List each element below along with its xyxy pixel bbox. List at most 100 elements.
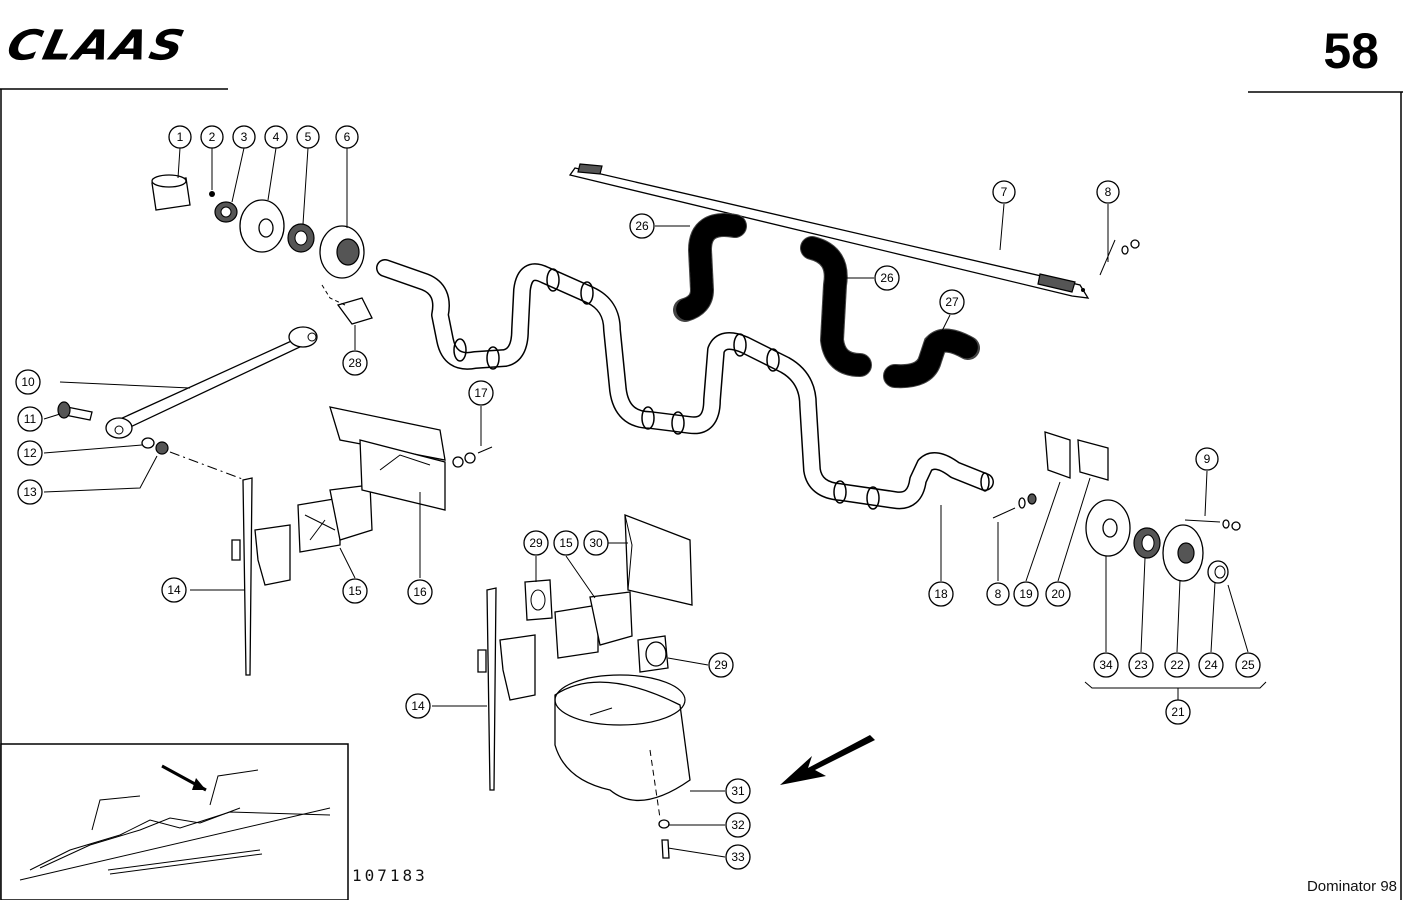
part-8-bolt-lower (992, 493, 1037, 519)
svg-text:3: 3 (241, 130, 248, 144)
callout-21: 21 (1165, 699, 1191, 725)
svg-text:23: 23 (1134, 658, 1148, 672)
svg-text:34: 34 (1099, 658, 1113, 672)
callout-15-upper: 15 (342, 578, 368, 604)
callout-34: 34 (1093, 652, 1119, 678)
svg-text:4: 4 (273, 130, 280, 144)
svg-text:26: 26 (635, 219, 649, 233)
svg-text:17: 17 (474, 386, 488, 400)
callout-3: 3 (232, 125, 256, 149)
svg-text:2: 2 (209, 130, 216, 144)
callout-31: 31 (725, 778, 751, 804)
svg-text:7: 7 (1001, 185, 1008, 199)
overview-inset (0, 743, 349, 900)
part-15-bracket-lower (554, 591, 633, 659)
part-16-plate (329, 406, 446, 511)
svg-text:8: 8 (1105, 185, 1112, 199)
svg-text:14: 14 (167, 583, 181, 597)
callout-6: 6 (335, 125, 359, 149)
callout-26-lower: 26 (874, 265, 900, 291)
part-9-bolt (1184, 519, 1241, 531)
callout-7: 7 (992, 180, 1016, 204)
callout-15-lower: 15 (553, 530, 579, 556)
svg-text:26: 26 (880, 271, 894, 285)
part-3-bearing-small (214, 201, 238, 223)
callout-22: 22 (1164, 652, 1190, 678)
callout-32: 32 (725, 812, 751, 838)
svg-text:29: 29 (714, 658, 728, 672)
part-32-washer (658, 819, 670, 829)
part-15-bracket-upper (297, 484, 373, 553)
svg-text:24: 24 (1204, 658, 1218, 672)
svg-text:6: 6 (344, 130, 351, 144)
svg-text:8: 8 (995, 587, 1002, 601)
svg-text:1: 1 (177, 130, 184, 144)
part-5-bearing (287, 223, 315, 253)
callout-27: 27 (939, 289, 965, 315)
svg-text:16: 16 (413, 585, 427, 599)
callout-30: 30 (583, 530, 609, 556)
svg-text:33: 33 (731, 850, 745, 864)
callout-19: 19 (1013, 581, 1039, 607)
part-17-bolt (452, 446, 493, 468)
svg-text:25: 25 (1241, 658, 1255, 672)
part-4-flange (239, 199, 285, 253)
svg-text:13: 13 (23, 485, 37, 499)
callout-16: 16 (407, 579, 433, 605)
callout-11: 11 (17, 406, 43, 432)
callout-5: 5 (296, 125, 320, 149)
svg-text:18: 18 (934, 587, 948, 601)
svg-text:22: 22 (1170, 658, 1184, 672)
part-31-cover (554, 674, 691, 819)
part-28-clip (321, 284, 373, 325)
part-26-hose-upper (673, 213, 747, 322)
callout-9: 9 (1195, 447, 1219, 471)
part-29-grommet-upper (524, 579, 553, 621)
svg-text:28: 28 (348, 356, 362, 370)
callout-26-upper: 26 (629, 213, 655, 239)
part-18-pipe (376, 259, 994, 510)
svg-text:21: 21 (1171, 705, 1185, 719)
part-7-support-bar (568, 163, 1090, 299)
callout-13: 13 (17, 479, 43, 505)
callout-29-lower: 29 (708, 652, 734, 678)
part-30-mount-plate (624, 514, 693, 606)
part-33-screw (661, 839, 670, 859)
callout-labels: 1 2 3 4 5 6 7 8 9 10 11 12 13 14 15 16 1… (15, 125, 1261, 870)
svg-text:5: 5 (305, 130, 312, 144)
svg-text:27: 27 (945, 295, 959, 309)
part-13-nut (155, 441, 169, 455)
part-24-bushing (1207, 560, 1229, 584)
callout-14-upper: 14 (161, 577, 187, 603)
svg-text:11: 11 (24, 412, 37, 426)
part-29-grommet-lower (637, 635, 669, 673)
callout-23: 23 (1128, 652, 1154, 678)
drawing-number: 107183 (352, 866, 428, 885)
page-number: 58 (1323, 23, 1379, 79)
part-22-flange (1162, 524, 1204, 582)
part-19-plate (1044, 431, 1071, 479)
part-2-ball (209, 191, 215, 197)
svg-text:15: 15 (348, 584, 362, 598)
part-23-bearing (1133, 527, 1161, 559)
part-6-housing (319, 225, 365, 279)
callout-25: 25 (1235, 652, 1261, 678)
callout-12: 12 (17, 440, 43, 466)
part-8-bolt-upper (1099, 239, 1140, 276)
svg-text:15: 15 (559, 536, 573, 550)
model-name: Dominator 98 (1306, 878, 1397, 895)
callout-8-lower: 8 (986, 582, 1010, 606)
callout-4: 4 (264, 125, 288, 149)
part-10-rod (105, 326, 318, 439)
direction-arrow (780, 735, 875, 785)
svg-text:19: 19 (1019, 587, 1033, 601)
callout-33: 33 (725, 844, 751, 870)
group-21-bracket (1084, 681, 1267, 700)
part-12-washer (141, 437, 155, 449)
callout-18: 18 (928, 581, 954, 607)
svg-text:14: 14 (411, 699, 425, 713)
part-1-bushing (151, 174, 191, 211)
svg-text:30: 30 (589, 536, 603, 550)
callout-2: 2 (200, 125, 224, 149)
